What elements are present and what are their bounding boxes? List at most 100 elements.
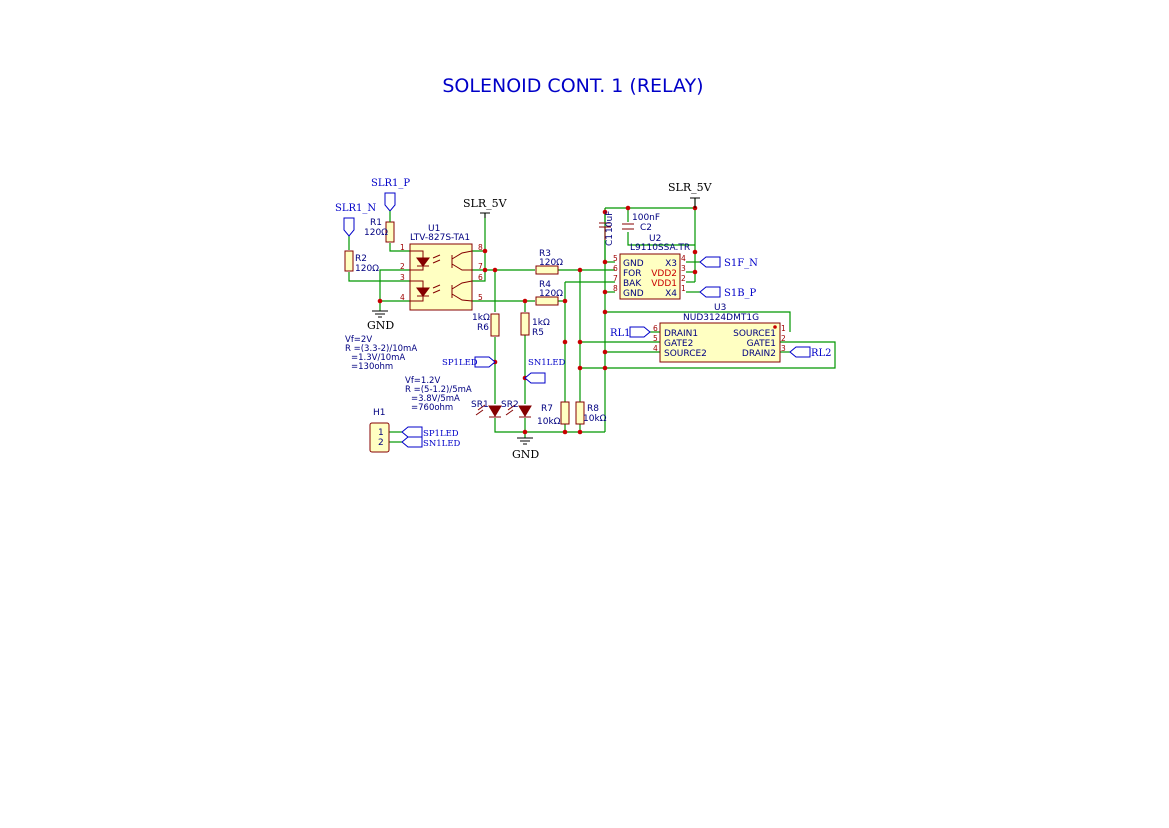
u3-pin-name: GATE1 xyxy=(747,339,776,349)
u3-pin-num: 6 xyxy=(653,324,658,333)
u2-pin-name: BAK xyxy=(623,279,642,289)
led-sr2: SR2 xyxy=(501,400,532,418)
h1-pin: 2 xyxy=(378,438,384,448)
ground-label: GND xyxy=(367,319,394,332)
u1-pin: 4 xyxy=(400,293,405,302)
net-label-rl2: RL2 xyxy=(789,346,832,359)
junctions xyxy=(377,205,698,435)
sn1led-text: SN1LED xyxy=(528,358,566,368)
ground-leds: GND xyxy=(512,437,539,461)
u3-pin-num: 4 xyxy=(653,344,658,353)
u2-pin-name: GND xyxy=(623,289,644,299)
note-line: Vf=2V xyxy=(345,335,372,345)
u1-pin: 5 xyxy=(478,293,483,302)
u3-pin-name: SOURCE1 xyxy=(733,329,776,339)
r7-ref: R7 xyxy=(541,404,553,414)
slr1-p-text: SLR1_P xyxy=(371,178,410,189)
u1-pin: 2 xyxy=(400,262,405,271)
net-label-sn1led: SN1LED xyxy=(524,358,566,384)
r2-value: 120Ω xyxy=(355,264,379,274)
u1-ref: U1 xyxy=(428,224,440,234)
note-line: =3.8V/5mA xyxy=(411,394,460,404)
r1-ref: R1 xyxy=(370,218,382,228)
u2-pin-name: FOR xyxy=(623,269,642,279)
r5-value: 1kΩ xyxy=(532,318,550,328)
u1-pin: 3 xyxy=(400,273,405,282)
u2-value: L9110SSA.TR xyxy=(630,243,690,253)
r4-ref: R4 xyxy=(539,280,551,290)
sr2-ref: SR2 xyxy=(501,400,519,410)
note-line: R =(5-1.2)/5mA xyxy=(405,385,472,395)
u3-pin-name: SOURCE2 xyxy=(664,349,707,359)
s1f-n-text: S1F_N xyxy=(724,258,758,269)
c1-ref: C1 xyxy=(605,234,615,246)
u2-pin-num: 1 xyxy=(681,284,686,293)
r4-value: 120Ω xyxy=(539,289,563,299)
u2-pin-num: 8 xyxy=(613,284,618,293)
u2-ref: U2 xyxy=(649,234,661,244)
r8-ref: R8 xyxy=(587,404,599,414)
u1-pin: 6 xyxy=(478,273,483,282)
u3-pin-num: 1 xyxy=(781,324,786,333)
capacitor-c1: C1 10uF xyxy=(599,211,615,246)
u2-pin-name: X4 xyxy=(665,289,677,299)
u1-pin: 1 xyxy=(400,243,405,252)
u3-pin-num: 2 xyxy=(781,334,786,343)
net-label-s1f-n: S1F_N xyxy=(699,256,758,269)
u2-driver: U2 L9110SSA.TR GND FOR BAK GND 5 6 7 8 X… xyxy=(613,234,690,300)
resistor-r4: R4 120Ω xyxy=(535,280,563,306)
net-label-s1b-p: S1B_P xyxy=(699,286,757,299)
led-sr1: SR1 xyxy=(471,400,502,418)
h1-pin: 1 xyxy=(378,428,384,438)
net-label-slr1-n: SLR1_N xyxy=(335,203,376,237)
u2-pin-num: 3 xyxy=(681,264,686,273)
u1-pin: 8 xyxy=(478,243,483,252)
capacitor-c2: 100nF C2 xyxy=(622,213,660,233)
r3-value: 120Ω xyxy=(539,258,563,268)
note-led-calc-2: Vf=1.2V R =(5-1.2)/5mA =3.8V/5mA =760ohm xyxy=(405,376,472,413)
u3-pin-name: GATE2 xyxy=(664,339,693,349)
u1-optocoupler: U1 LTV-827S-TA1 1 2 3 4 8 7 6 5 xyxy=(400,224,483,311)
u3-relay-driver: U3 NUD3124DMT1G DRAIN1 GATE2 SOURCE2 6 5… xyxy=(653,303,786,363)
s1b-p-text: S1B_P xyxy=(724,288,757,299)
note-led-calc-1: Vf=2V R =(3.3-2)/10mA =1.3V/10mA =130ohm xyxy=(345,335,417,372)
power-slr5v-u2: SLR_5V xyxy=(668,181,713,208)
h1-ref: H1 xyxy=(373,408,386,418)
c2-ref: C2 xyxy=(640,223,652,233)
sr1-ref: SR1 xyxy=(471,400,489,410)
u3-pin-name: DRAIN1 xyxy=(664,329,698,339)
r8-value: 10kΩ xyxy=(583,414,607,424)
u2-pin-num: 4 xyxy=(681,254,686,263)
u2-pin-name: X3 xyxy=(665,259,677,269)
c2-value: 100nF xyxy=(632,213,660,223)
ground-u1: GND xyxy=(367,310,394,332)
u2-pin-name: VDD2 xyxy=(651,269,677,279)
u2-pin-name: GND xyxy=(623,259,644,269)
net-label-h1-sn1led: SN1LED xyxy=(401,436,461,449)
resistor-r6: 1kΩ R6 xyxy=(472,313,500,337)
net-label-h1-sp1led: SP1LED xyxy=(401,426,459,439)
net-label-sp1led: SP1LED xyxy=(442,356,496,368)
u2-pin-name: VDD1 xyxy=(651,279,677,289)
note-line: =130ohm xyxy=(351,362,393,372)
net-label-rl1: RL1 xyxy=(610,326,651,339)
resistor-r7: R7 10kΩ xyxy=(537,401,570,427)
u3-value: NUD3124DMT1G xyxy=(683,313,759,323)
u2-pin-num: 6 xyxy=(613,264,618,273)
u2-pin-num: 2 xyxy=(681,274,686,283)
c1-value: 10uF xyxy=(605,211,615,233)
ground-label: GND xyxy=(512,448,539,461)
resistor-r5: 1kΩ R5 xyxy=(520,312,550,338)
r3-ref: R3 xyxy=(539,249,551,259)
u3-ref: U3 xyxy=(714,303,726,313)
resistor-r2: R2 120Ω xyxy=(344,250,379,274)
power-slr5v-u1: SLR_5V xyxy=(463,197,508,218)
header-h1: H1 1 2 xyxy=(369,408,390,453)
r5-ref: R5 xyxy=(532,328,544,338)
u1-pin: 7 xyxy=(478,262,483,271)
r6-ref: R6 xyxy=(477,323,489,333)
rl1-text: RL1 xyxy=(610,328,631,339)
note-line: R =(3.3-2)/10mA xyxy=(345,344,417,354)
r2-ref: R2 xyxy=(355,254,367,264)
